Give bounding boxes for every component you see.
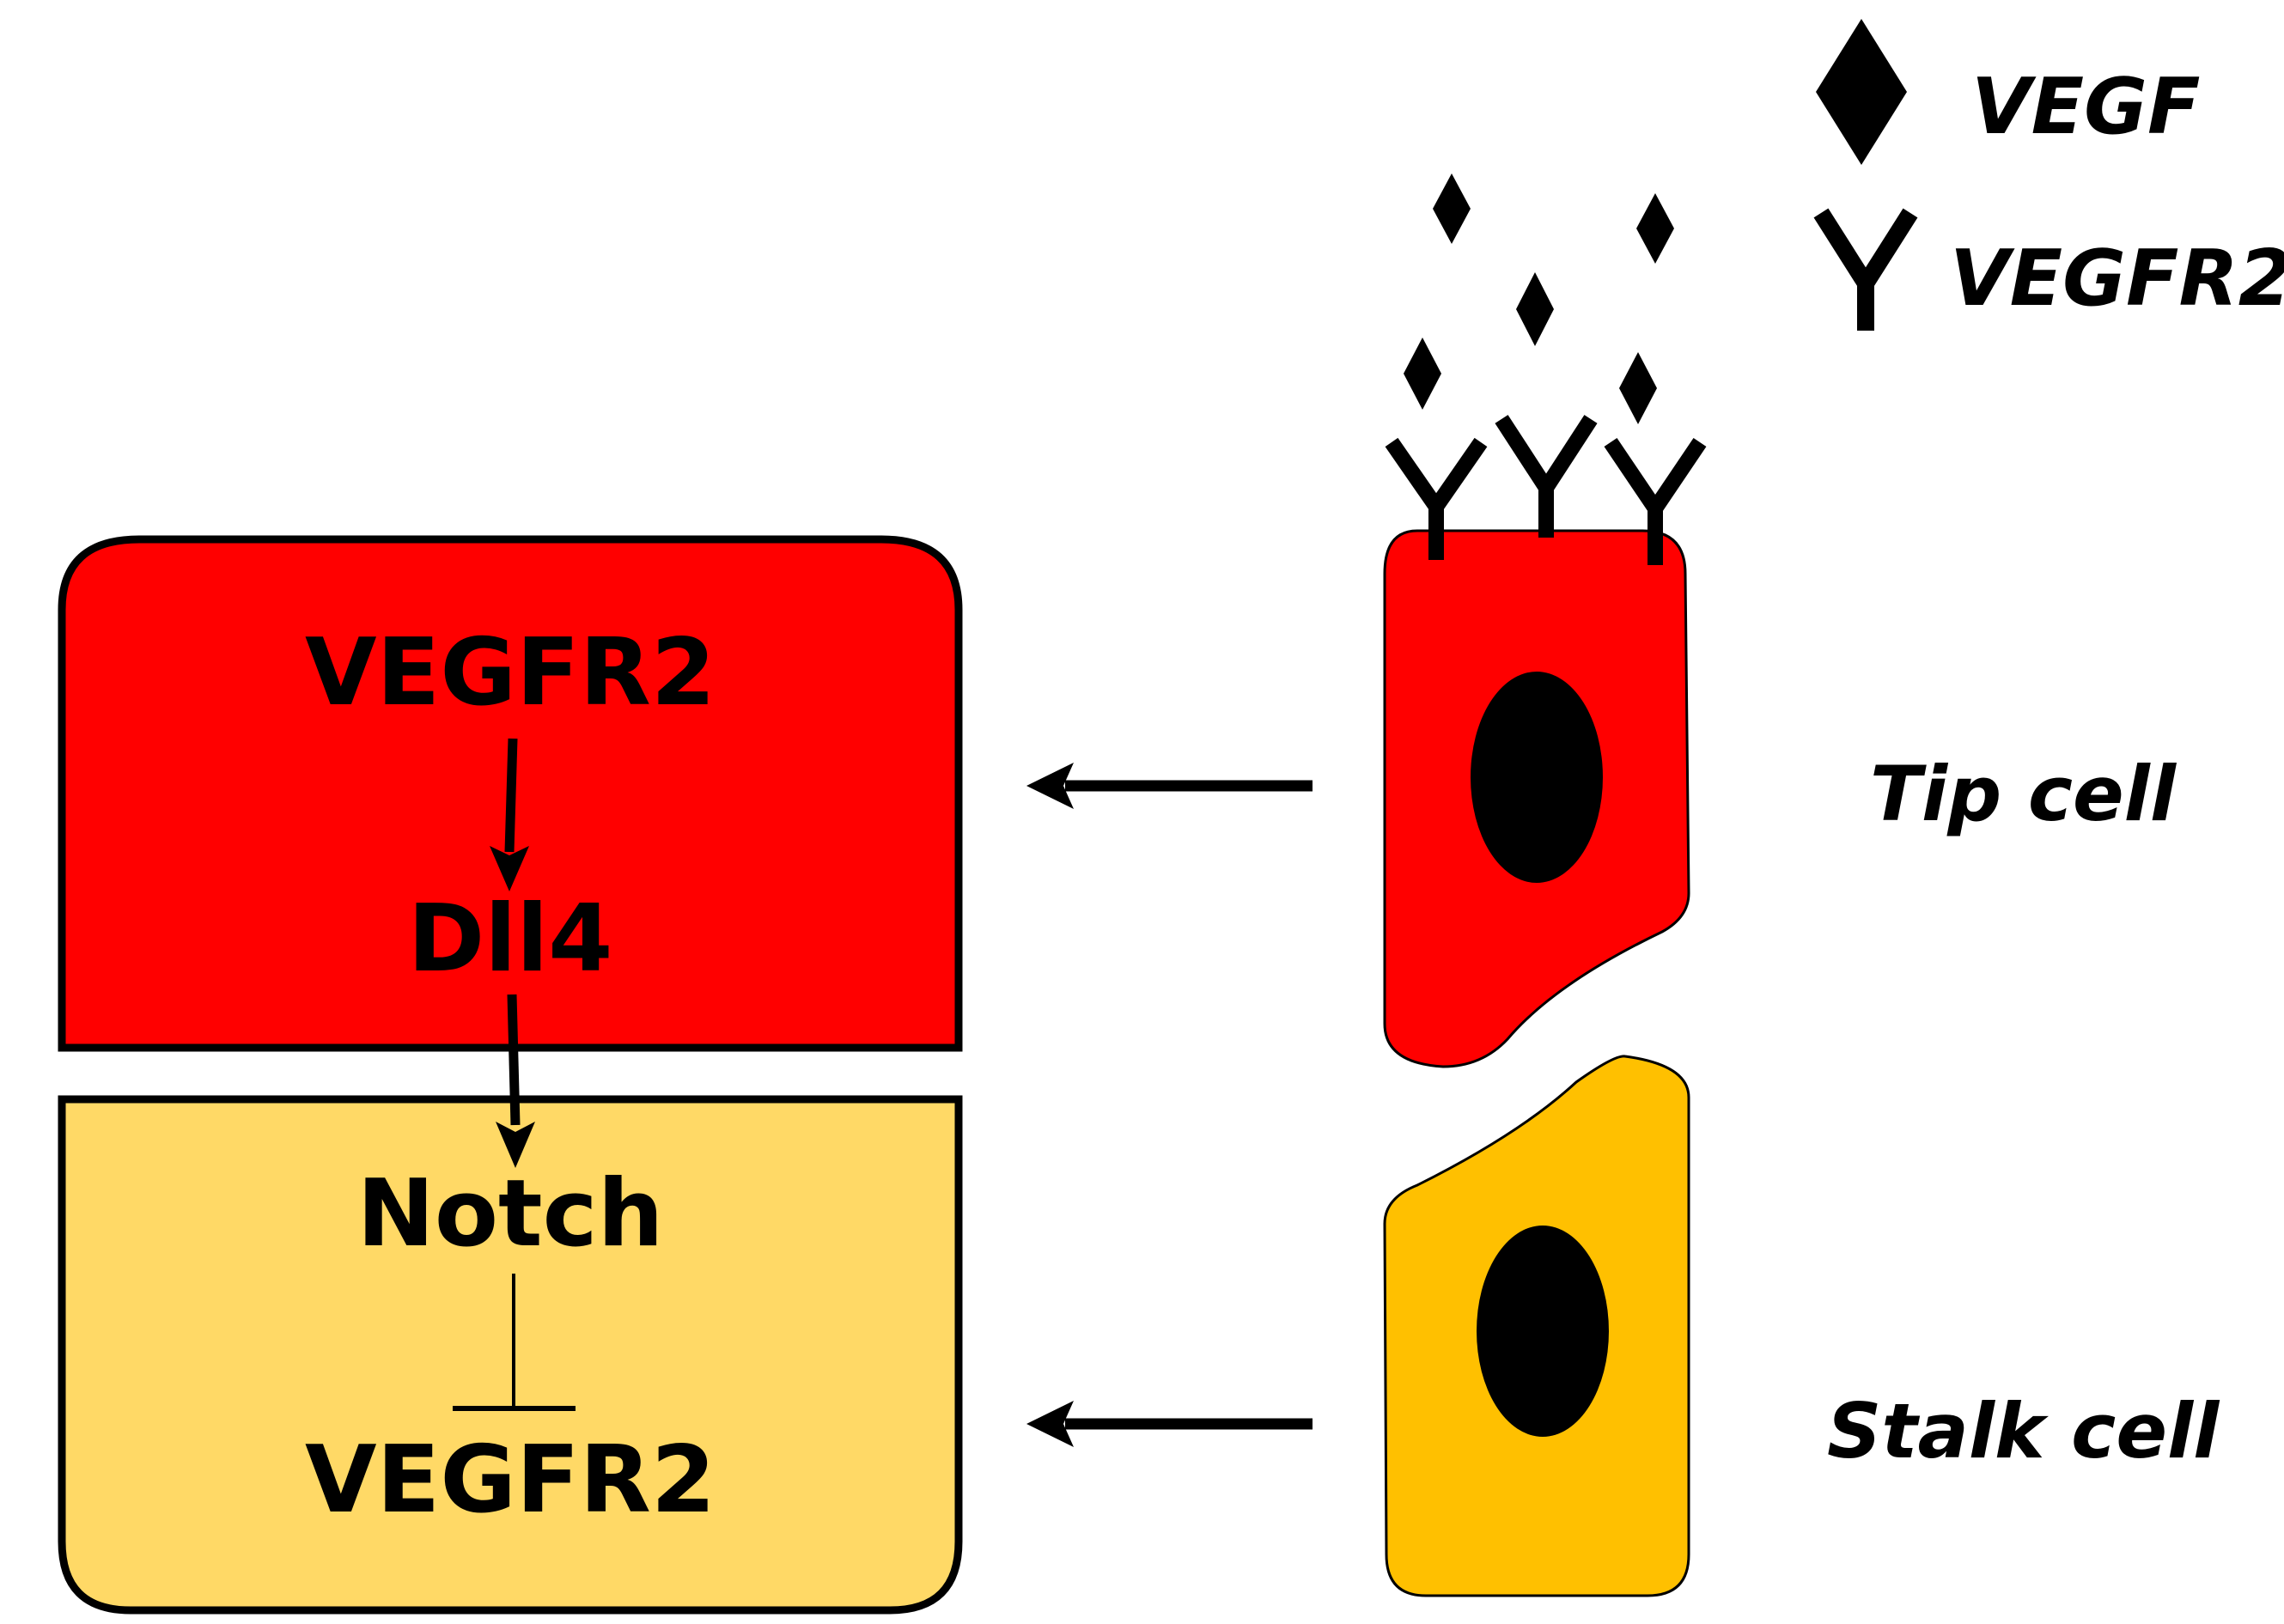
vegf-ligand-diamond-icon bbox=[1636, 193, 1674, 264]
tip-cell bbox=[1383, 415, 1707, 1068]
tip-cell-label: Tip cell bbox=[1870, 750, 2177, 838]
legend-vegf-diamond-icon bbox=[1816, 19, 1907, 165]
stalk-signaling-box bbox=[58, 1095, 963, 1615]
stalk-box-notch-label: Notch bbox=[356, 1160, 663, 1268]
legend-vegfr2-label: VEGFR2 bbox=[1950, 234, 2284, 324]
vegf-ligands bbox=[1404, 173, 1674, 424]
arrowhead-left-icon bbox=[1026, 1401, 1074, 1447]
stalk-cell bbox=[1383, 1055, 1690, 1597]
legend-vegfr2-receptor-icon bbox=[1813, 208, 1918, 331]
stalk-cell-nucleus bbox=[1477, 1226, 1609, 1437]
vegf-ligand-diamond-icon bbox=[1404, 338, 1441, 410]
legend-vegf-label: VEGF bbox=[1971, 62, 2200, 152]
tip-box-ligand-label: Dll4 bbox=[408, 885, 613, 993]
stalk-cell-label: Stalk cell bbox=[1827, 1387, 2220, 1475]
vegf-ligand-diamond-icon bbox=[1433, 173, 1471, 244]
arrowhead-down-icon bbox=[490, 846, 529, 891]
arrowhead-down-icon bbox=[496, 1122, 535, 1168]
activation-arrow-receptor-to-dll4 bbox=[490, 738, 529, 891]
arrowhead-left-icon bbox=[1026, 763, 1074, 809]
vegfr2-receptor-icon bbox=[1604, 437, 1707, 565]
tip-cell-receptors bbox=[1385, 415, 1707, 565]
vegf-ligand-diamond-icon bbox=[1516, 272, 1554, 346]
vegf-ligand-diamond-icon bbox=[1619, 352, 1657, 424]
tip-cell-nucleus bbox=[1471, 672, 1603, 883]
tip-cell-arrow bbox=[1026, 763, 1313, 809]
stalk-box-receptor-label: VEGFR2 bbox=[305, 1426, 716, 1534]
vegfr2-receptor-icon bbox=[1495, 415, 1598, 538]
inhibition-arrow-notch-to-receptor bbox=[453, 1274, 576, 1411]
stalk-cell-arrow bbox=[1026, 1401, 1313, 1447]
legend: VEGF VEGFR2 bbox=[1813, 19, 2284, 331]
tip-box-receptor-label: VEGFR2 bbox=[305, 619, 716, 727]
vegfr2-receptor-icon bbox=[1385, 437, 1488, 560]
activation-arrow-dll4-to-notch bbox=[496, 994, 535, 1168]
